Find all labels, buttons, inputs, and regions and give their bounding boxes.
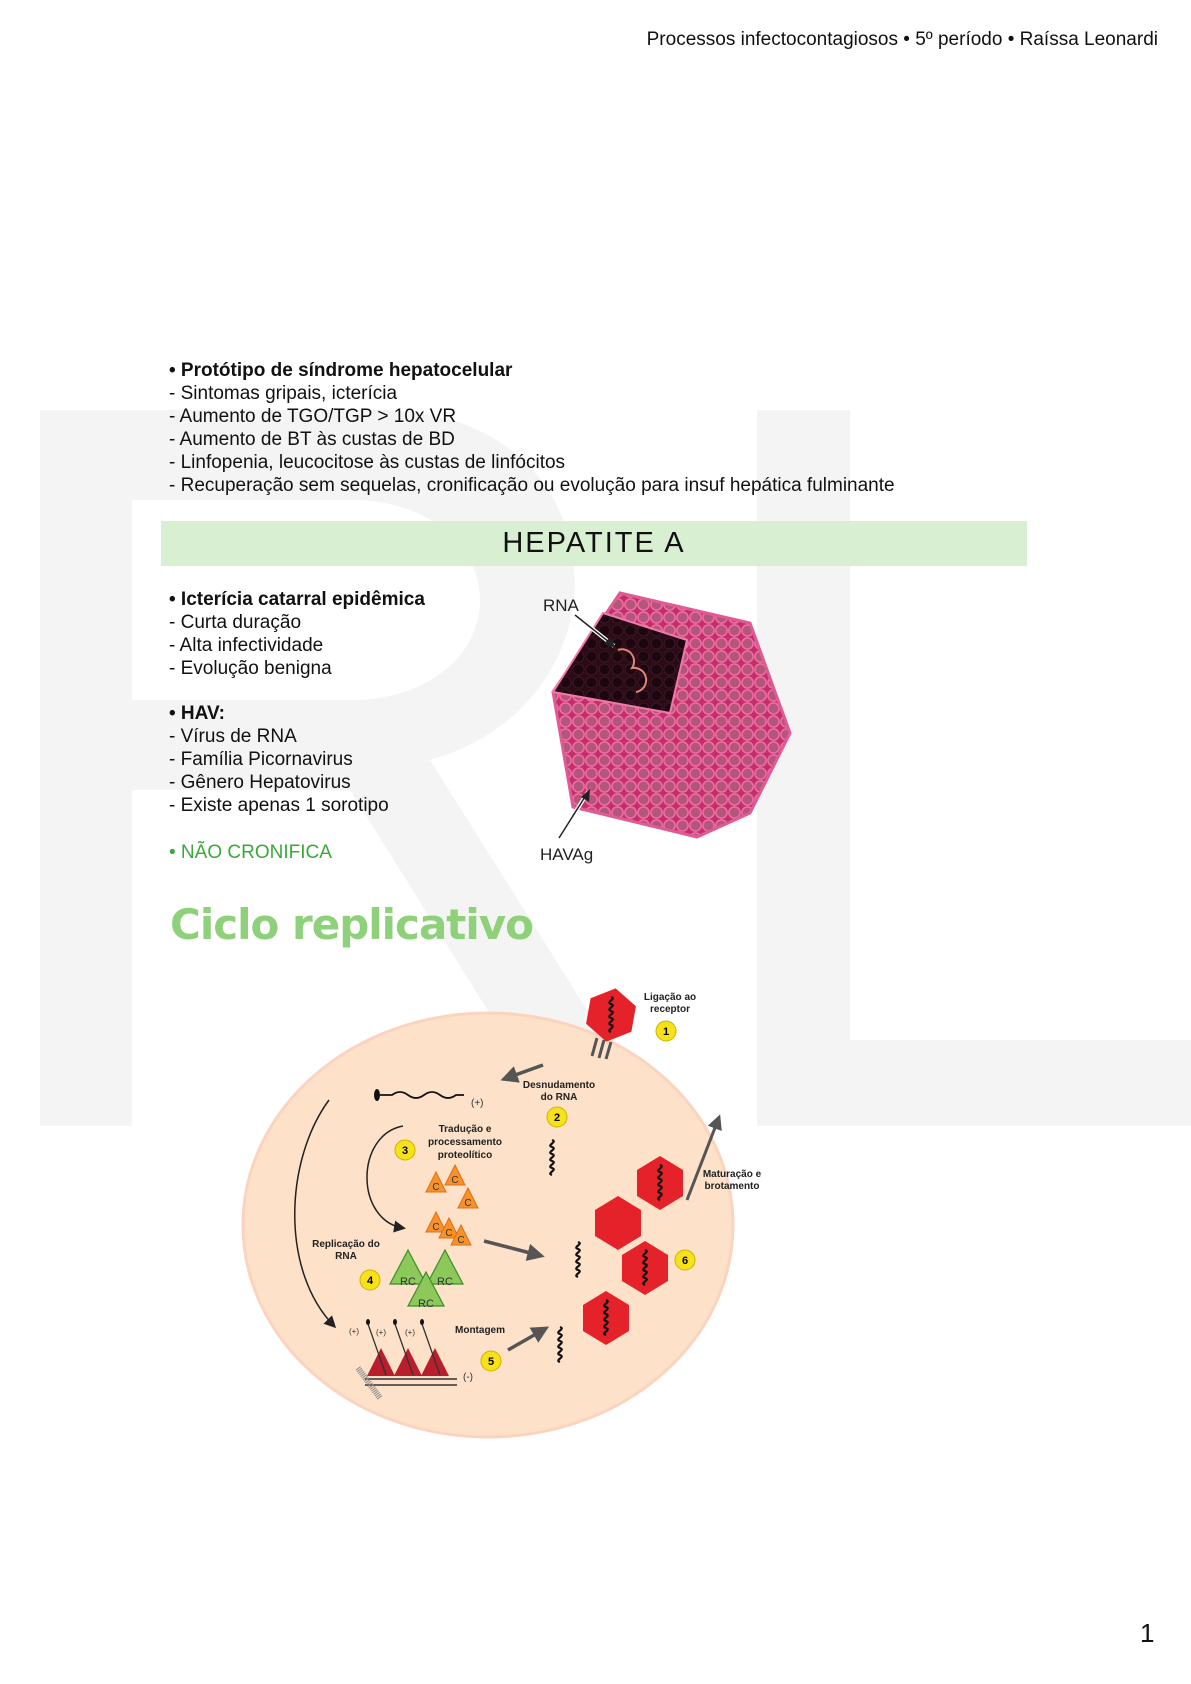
svg-text:C: C [451,1175,458,1186]
step1-label: Ligação ao [644,992,696,1003]
step-badge-3: 3 [394,1139,416,1161]
section2-item: - Existe apenas 1 sorotipo [169,795,389,816]
havag-arrow [558,791,589,839]
svg-text:3: 3 [402,1145,408,1157]
replication-cycle-diagram: Ligação ao receptor Desnudamento do RNA … [241,984,762,1439]
intro-item: - Linfopenia, leucocitose às custas de l… [169,452,566,473]
plus-label: (+) [471,1098,484,1109]
plus-label: (+) [405,1328,415,1337]
montagem-arrow [507,1326,550,1352]
svg-text:4: 4 [367,1275,374,1287]
section1-item: - Evolução benigna [169,658,332,679]
label-havag: HAVAg [540,845,593,864]
replication-arrow [294,1099,337,1329]
svg-text:C: C [445,1228,452,1239]
section1-title: • Icterícia catarral epidêmica [169,589,425,610]
svg-text:RC: RC [437,1276,453,1288]
step3-label: proteolítico [438,1150,492,1161]
step2-label: do RNA [541,1092,578,1103]
rna-strand [617,648,648,693]
step3-label: Tradução e [439,1124,492,1135]
replication-complexes: RC RC RC [389,1249,464,1310]
step-badge-1: 1 [655,1020,677,1042]
capsid-proteins: C C C C C C [425,1164,479,1246]
svg-text:C: C [457,1235,464,1246]
svg-text:C: C [432,1182,439,1193]
intro-item: - Aumento de TGO/TGP > 10x VR [169,406,457,427]
intro-item: - Aumento de BT às custas de BD [169,429,455,450]
cycle-title: Ciclo replicativo [170,900,534,949]
svg-text:RC: RC [400,1276,416,1288]
svg-text:2: 2 [554,1112,560,1124]
svg-text:1: 1 [663,1026,669,1038]
intro-title: • Protótipo de síndrome hepatocelular [169,360,513,381]
budding-arrow [685,1114,722,1201]
page-header: Processos infectocontagiosos • 5º períod… [646,29,1158,50]
section2-title: • HAV: [169,703,225,724]
replication-strand [355,1319,457,1400]
step3-label: processamento [428,1137,502,1148]
intro-item: - Recuperação sem sequelas, cronificação… [169,475,895,496]
page-number: 1 [1140,1618,1155,1648]
section-banner: HEPATITE A [161,521,1027,566]
intro-block: • Protótipo de síndrome hepatocelular - … [169,359,895,497]
section2-item: - Gênero Hepatovirus [169,772,351,793]
highlight-block: • NÃO CRONIFICA [169,841,332,864]
step2-label: Desnudamento [523,1080,595,1091]
svg-text:C: C [432,1222,439,1233]
step4-label: Replicação do [312,1239,380,1250]
step1-label: receptor [650,1004,690,1015]
host-cell [241,1011,735,1439]
plus-label: (+) [376,1328,386,1337]
step-badge-4: 4 [359,1269,381,1291]
translation-arrow [366,1125,406,1233]
uncoating-arrow [500,1063,544,1083]
section1-item: - Alta infectividade [169,635,324,656]
section2-block: • HAV: - Vírus de RNA - Família Picornav… [169,702,389,817]
step-badge-5: 5 [480,1350,502,1372]
step-badge-6: 6 [674,1249,696,1271]
virus-cutaway [551,611,689,715]
hav-virus-figure: RNA HAVAg [540,591,792,864]
assembly-arrow [483,1239,545,1261]
svg-text:5: 5 [488,1356,494,1368]
step4-label: RNA [335,1251,357,1262]
label-rna: RNA [543,596,580,615]
section2-item: - Vírus de RNA [169,726,297,747]
step6-label: brotamento [705,1181,760,1192]
nao-cronifica-text: • NÃO CRONIFICA [169,842,332,863]
svg-text:RC: RC [418,1298,434,1310]
section2-item: - Família Picornavirus [169,749,353,770]
virion-attaching [583,984,639,1060]
section1-item: - Curta duração [169,612,302,633]
step-badge-2: 2 [546,1106,568,1128]
svg-text:C: C [464,1198,471,1209]
step5-label: Montagem [455,1325,505,1336]
section1-block: • Icterícia catarral epidêmica - Curta d… [169,588,425,680]
minus-label: (-) [463,1372,473,1383]
plus-label: (+) [349,1327,359,1336]
svg-text:6: 6 [682,1255,688,1267]
step6-label: Maturação e [703,1169,762,1180]
intro-item: - Sintomas gripais, icterícia [169,383,398,404]
rna-plus-strand [374,1089,464,1101]
